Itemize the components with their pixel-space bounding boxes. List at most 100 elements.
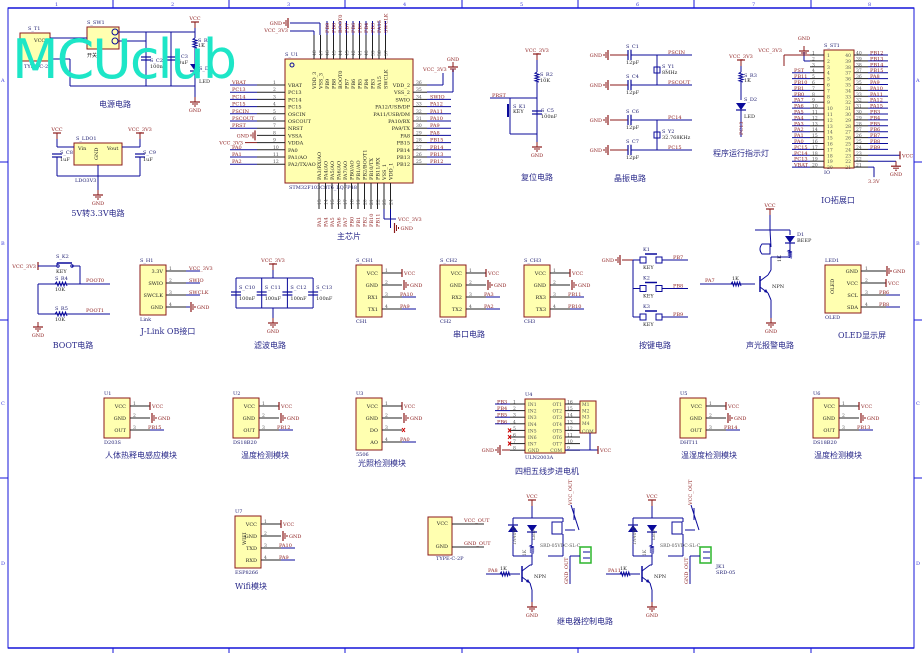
ground-label: GND: [734, 416, 746, 422]
ground-icon: GND: [602, 255, 621, 265]
value: NPN: [654, 574, 667, 580]
ref-designator: S_Y1: [662, 64, 674, 70]
pin-name: GND: [528, 448, 540, 454]
net-label: PB10: [794, 80, 807, 86]
pin-number: 8: [273, 130, 276, 136]
ground-icon: GND: [282, 531, 301, 541]
net-label: PB7: [345, 23, 351, 33]
part-inner-label: OLED: [830, 279, 836, 294]
part-name: DS18B20: [233, 440, 257, 446]
ground-icon: GND: [860, 413, 879, 423]
pin-name: PA5/AO: [330, 161, 336, 180]
net-label: GND_OUT: [684, 557, 690, 584]
pin-number: 22: [856, 157, 862, 163]
net-label: PA3: [794, 121, 804, 127]
pin-name: PA3/RX/AO: [317, 152, 323, 180]
pin-inner-number: 34: [845, 88, 851, 94]
ground-icon: GND: [765, 318, 777, 335]
block-caption: 温度检测模块: [814, 450, 862, 460]
ground-label: GND: [270, 21, 282, 27]
pin-name: PA15: [377, 76, 383, 89]
motor-pin-label: M3: [582, 415, 590, 421]
net-label: PB13: [430, 152, 443, 158]
pin-inner-number: 24: [845, 147, 851, 153]
pin-inner-number: 32: [845, 100, 851, 106]
value: 1K: [732, 276, 739, 282]
net-label: PA0: [400, 437, 410, 443]
pin-number: 25: [416, 159, 422, 165]
pin-inner-number: 20: [827, 165, 833, 171]
ref-designator: S_CH3: [524, 258, 541, 264]
value: 1uF: [60, 157, 70, 163]
led-icon: [736, 103, 746, 111]
pin-name: SWCLK: [384, 69, 390, 89]
pin-name: TX3: [536, 307, 546, 313]
ref-designator: S_R1: [198, 38, 211, 44]
ground-icon: GND: [92, 190, 104, 207]
pin-number: 34: [856, 86, 862, 92]
ground-label: GND: [32, 333, 44, 339]
ground-icon: GND: [237, 130, 256, 141]
ref-designator: S_Y2: [662, 129, 674, 135]
value: 12pF: [626, 125, 640, 131]
pin-name: PB4: [364, 79, 370, 89]
capacitor-icon: [627, 80, 632, 90]
wire: [570, 504, 580, 531]
pin-name: AO: [369, 440, 378, 446]
pin-name: OSCOUT: [288, 119, 312, 125]
ref-designator: K3: [643, 304, 650, 310]
pin-number: 26: [416, 152, 422, 158]
ref-designator: U6: [813, 391, 820, 397]
ref-designator: S_T1: [28, 26, 40, 32]
zone-col-2: 2: [171, 2, 174, 8]
value: 1uF: [143, 157, 153, 163]
ground-icon: GND: [526, 602, 538, 619]
relay-part: SRD-05VDC-SL-C: [540, 543, 581, 549]
value: 100nF: [541, 114, 558, 120]
pin-name: PA6/AO: [337, 161, 343, 180]
ref-designator: S_C8: [60, 150, 73, 156]
pin-number: 12: [812, 115, 818, 121]
net-label: PA7: [343, 217, 349, 227]
value: 1K: [744, 78, 751, 84]
ground-label: GND: [590, 83, 602, 89]
pin-number: 4: [169, 302, 172, 308]
net-label: PA6: [337, 217, 343, 227]
pin-name: PA4/AO: [324, 161, 330, 180]
pin-number: 3: [865, 290, 868, 296]
pin-number: 22: [376, 199, 382, 205]
net-label: SWIO: [430, 94, 445, 100]
capacitor-icon: [141, 56, 151, 61]
ground-label: GND: [590, 53, 602, 59]
pin-number: 1: [865, 266, 868, 272]
jlink-body: [139, 264, 167, 316]
pin-name: IN4: [528, 422, 537, 428]
diode-triangle: [190, 64, 200, 71]
mcu-body: [284, 58, 414, 184]
pin-number: 38: [856, 62, 862, 68]
net-label: PB6: [351, 23, 357, 33]
value: 1K: [642, 549, 648, 556]
block-caption: IO拓展口: [821, 195, 855, 205]
pin-name: PB2/BOOT1: [363, 150, 369, 180]
pin-name: VCC: [366, 271, 378, 277]
wire: [767, 292, 772, 301]
pin-number: 10: [812, 104, 818, 110]
value: 10K: [55, 287, 65, 293]
pin-number: 2: [169, 278, 172, 284]
